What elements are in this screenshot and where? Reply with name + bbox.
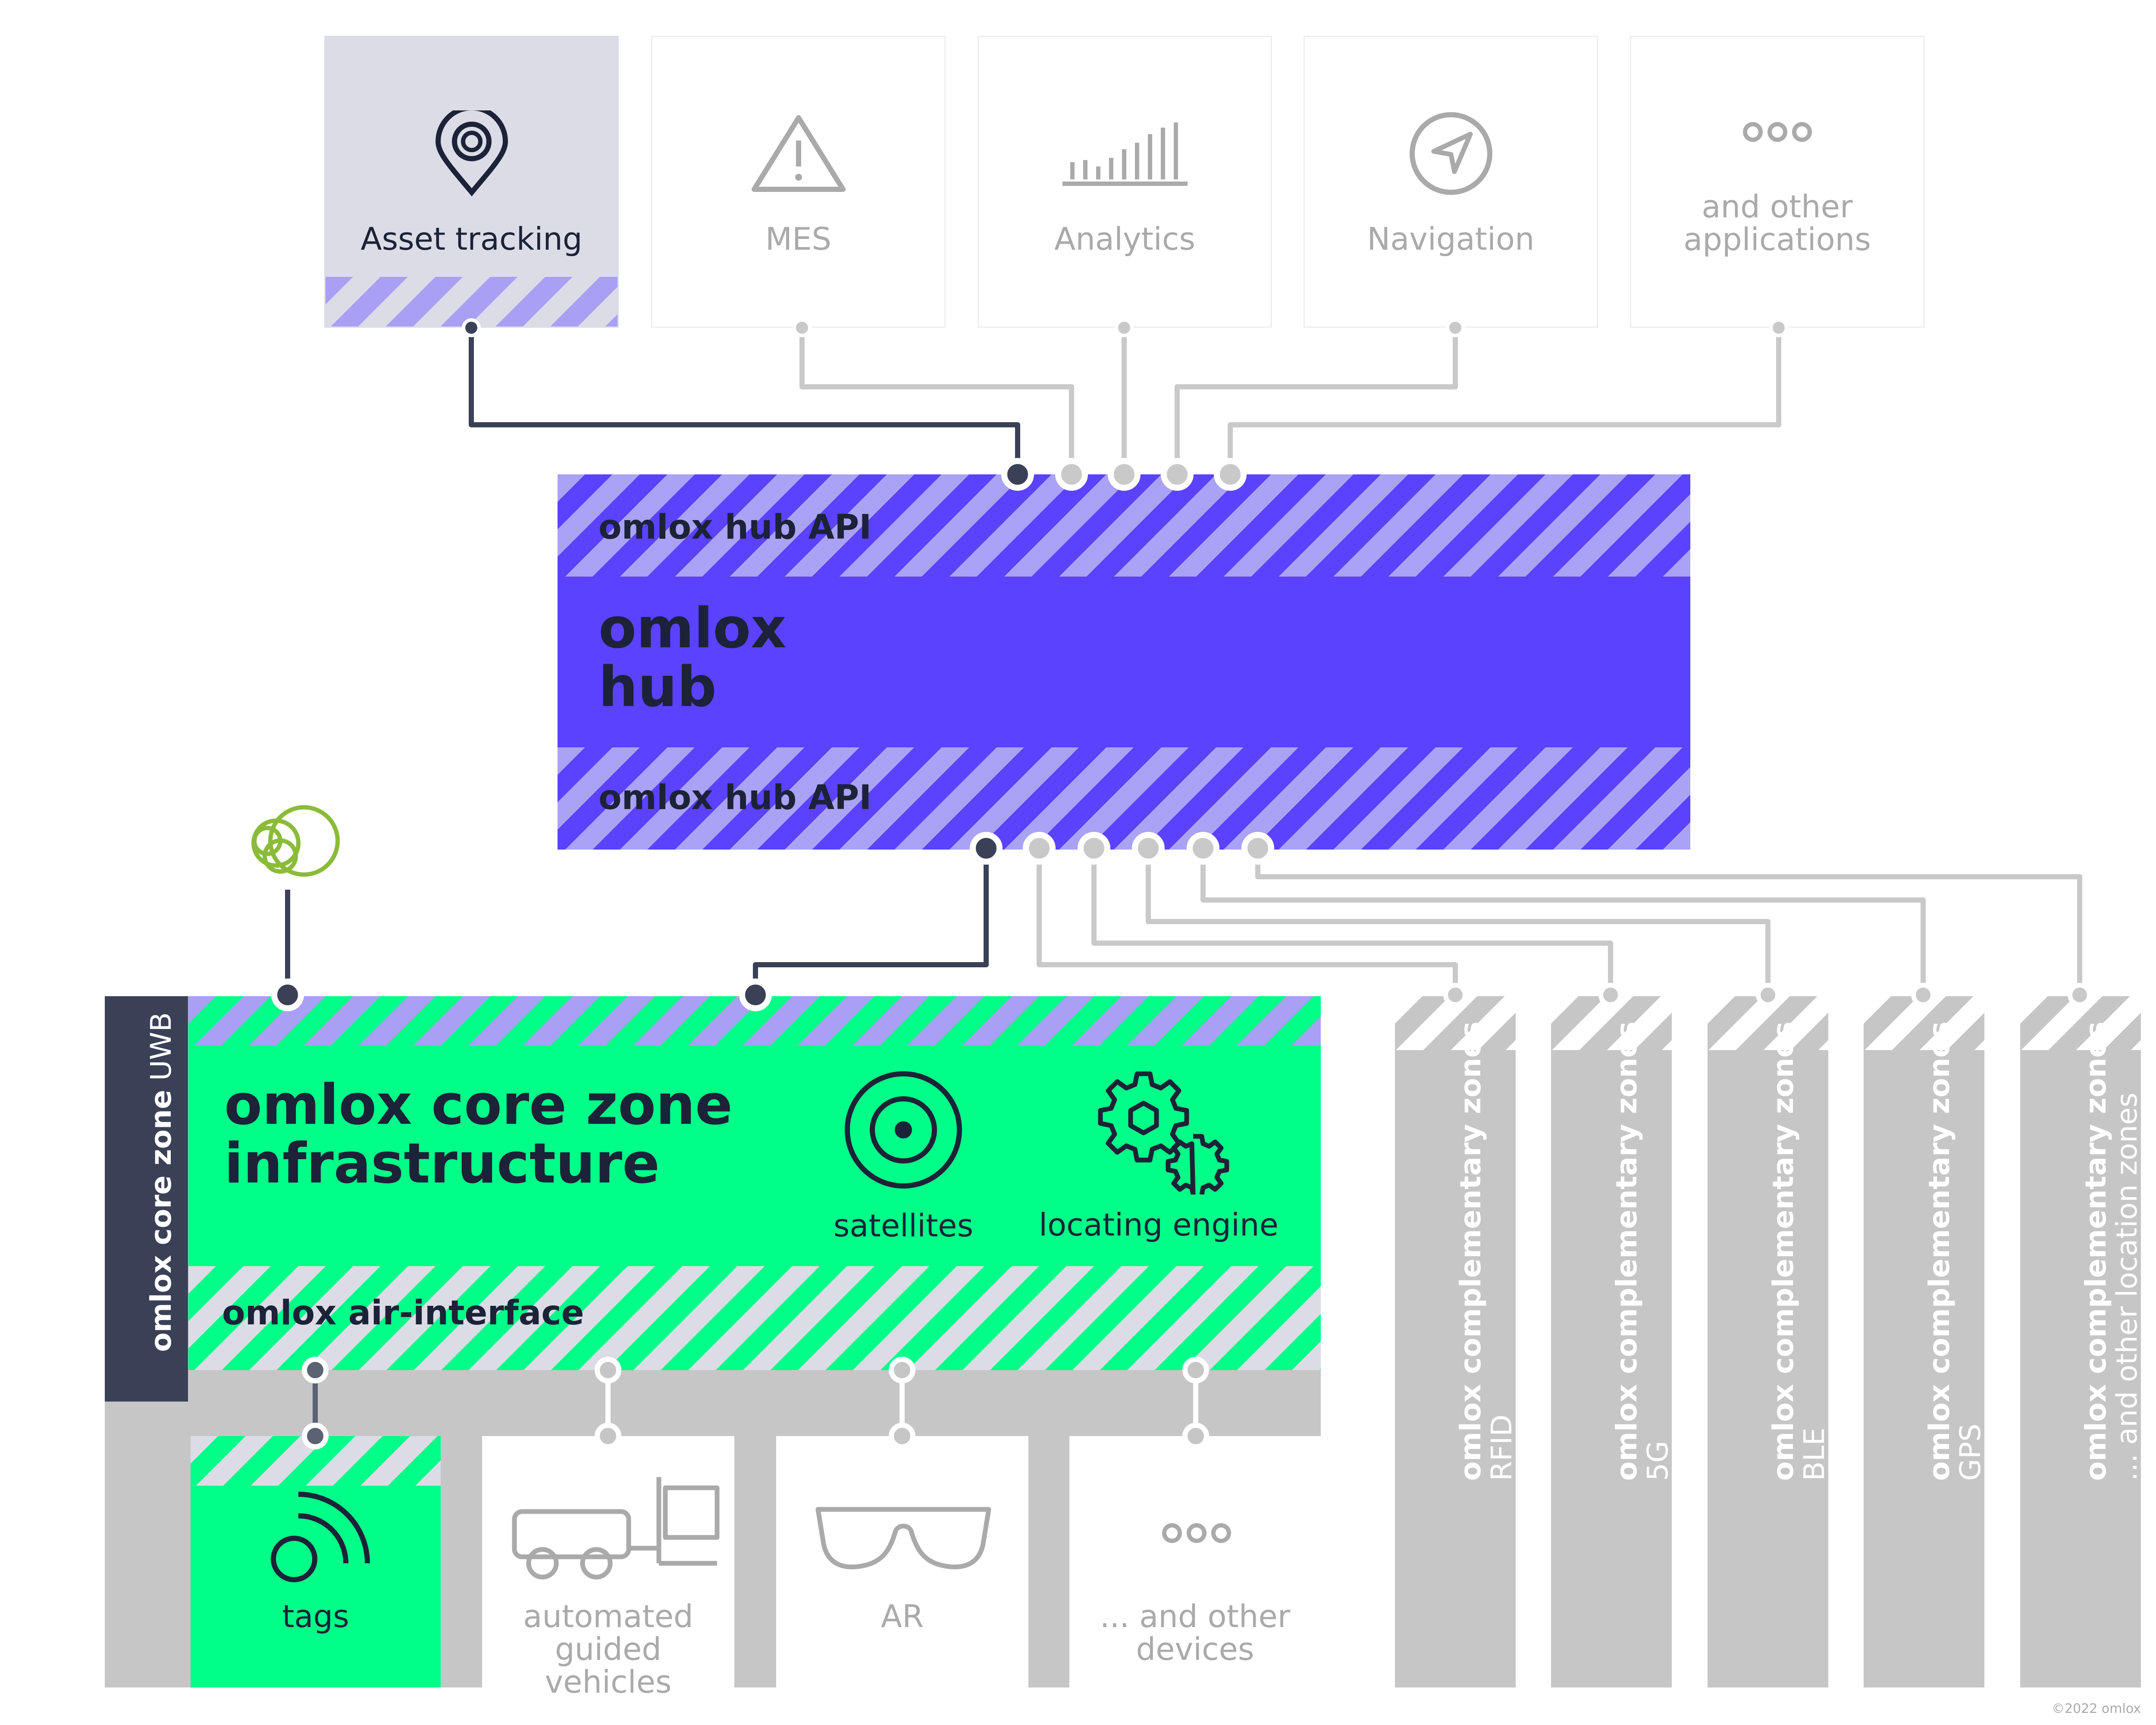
more-dots-icon — [1631, 80, 1923, 184]
zone-label: omlox complementary zones... and other l… — [2079, 1021, 2143, 1481]
connector-dot — [1769, 318, 1788, 337]
zone-label-light: GPS — [1954, 1424, 1987, 1481]
core-zone-side-bar: omlox core zone UWB — [105, 996, 188, 1402]
zone-port — [2068, 983, 2092, 1007]
app-label: Navigation — [1367, 221, 1535, 257]
device-port — [595, 1423, 621, 1449]
air-interface-port — [889, 1357, 915, 1383]
zone-label-light: RFID — [1485, 1414, 1518, 1481]
device-label: AR — [881, 1598, 924, 1634]
zone-label-bold: omlox complementary zones — [1454, 1021, 1487, 1481]
zone-label-bold: omlox complementary zones — [1923, 1021, 1956, 1481]
app-card-mes[interactable]: MES — [651, 36, 946, 328]
satellites-label: satellites — [833, 1208, 974, 1244]
zone-port — [1598, 983, 1623, 1007]
hub-title-line2: hub — [599, 655, 717, 719]
connector-dot — [1115, 318, 1134, 337]
core-zone-title: omlox core zone infrastructure — [224, 1076, 733, 1193]
bar-chart-icon — [979, 102, 1271, 205]
hub-title: omlox hub — [599, 599, 787, 717]
more-dots-icon — [1162, 1523, 1231, 1543]
air-interface-port — [595, 1357, 621, 1383]
zone-label-light: 5G — [1641, 1440, 1674, 1481]
device-label: ... and other devices — [1100, 1598, 1291, 1667]
connector-dot — [462, 318, 481, 337]
device-card-agv[interactable]: automated guided vehicles — [482, 1436, 734, 1698]
zone-label-light: BLE — [1798, 1427, 1831, 1481]
app-label: Asset tracking — [360, 221, 583, 257]
location-pin-icon — [326, 102, 617, 205]
hub-title-line1: omlox — [599, 596, 787, 661]
app-label: Analytics — [1054, 221, 1195, 257]
complementary-zone-other[interactable]: omlox complementary zones... and other l… — [2020, 996, 2143, 1687]
forklift-icon — [512, 1477, 720, 1580]
device-card-tags[interactable]: tags — [191, 1436, 441, 1687]
app-card-other-applications[interactable]: and other applications — [1630, 36, 1924, 328]
app-card-asset-tracking[interactable]: Asset tracking — [324, 36, 619, 328]
zone-label-bold: omlox complementary zones — [2079, 1021, 2112, 1481]
app-card-analytics[interactable]: Analytics — [978, 36, 1272, 328]
device-port — [302, 1423, 329, 1449]
zone-port — [1911, 983, 1935, 1007]
locating-engine-label: locating engine — [1039, 1207, 1279, 1243]
zone-port — [1443, 983, 1467, 1007]
core-zone-infrastructure[interactable]: omlox core zone infrastructure satellite… — [188, 996, 1321, 1370]
air-interface-port — [1182, 1357, 1209, 1383]
hub-api-top-label: omlox hub API — [599, 508, 872, 547]
zone-label-bold: omlox complementary zones — [1610, 1021, 1643, 1481]
omlox-logo-icon — [251, 805, 340, 877]
zone-port — [1756, 983, 1780, 1007]
air-interface-band — [188, 1266, 1321, 1370]
ar-glasses-icon — [815, 1507, 991, 1569]
tag-signal-icon — [271, 1492, 370, 1582]
device-card-ar[interactable]: AR — [776, 1436, 1028, 1687]
zone-label-light: ... and other location zones — [2110, 1092, 2143, 1481]
hub-api-bottom-label: omlox hub API — [599, 778, 872, 817]
device-label: tags — [282, 1598, 349, 1634]
app-label: and other applications — [1683, 188, 1871, 257]
air-interface-port — [302, 1357, 329, 1383]
gear-icon — [1098, 1071, 1229, 1195]
core-zone-title-line2: infrastructure — [224, 1132, 660, 1196]
app-label: MES — [765, 221, 832, 257]
app-stripe — [326, 277, 617, 326]
app-card-navigation[interactable]: Navigation — [1304, 36, 1598, 328]
device-card-other-devices[interactable]: ... and other devices — [1069, 1436, 1321, 1687]
zone-label-bold: omlox complementary zones — [1767, 1021, 1800, 1481]
air-interface-label: omlox air-interface — [222, 1294, 584, 1333]
device-label: automated guided vehicles — [523, 1598, 693, 1700]
connector-dot — [793, 318, 812, 337]
connector-dot — [1446, 318, 1465, 337]
navigation-arrow-icon — [1305, 102, 1597, 205]
device-port — [1182, 1423, 1209, 1449]
copyright-text: ©2022 omlox — [2052, 1701, 2141, 1716]
satellite-target-icon — [845, 1071, 962, 1189]
hub-api-bottom-band — [558, 747, 1690, 850]
device-port — [889, 1423, 915, 1449]
hub-api-top-band — [558, 474, 1690, 577]
core-zone-title-line1: omlox core zone — [224, 1073, 733, 1137]
omlox-hub[interactable]: omlox hub API omlox hub omlox hub API — [558, 474, 1690, 850]
warning-triangle-icon — [652, 102, 944, 205]
